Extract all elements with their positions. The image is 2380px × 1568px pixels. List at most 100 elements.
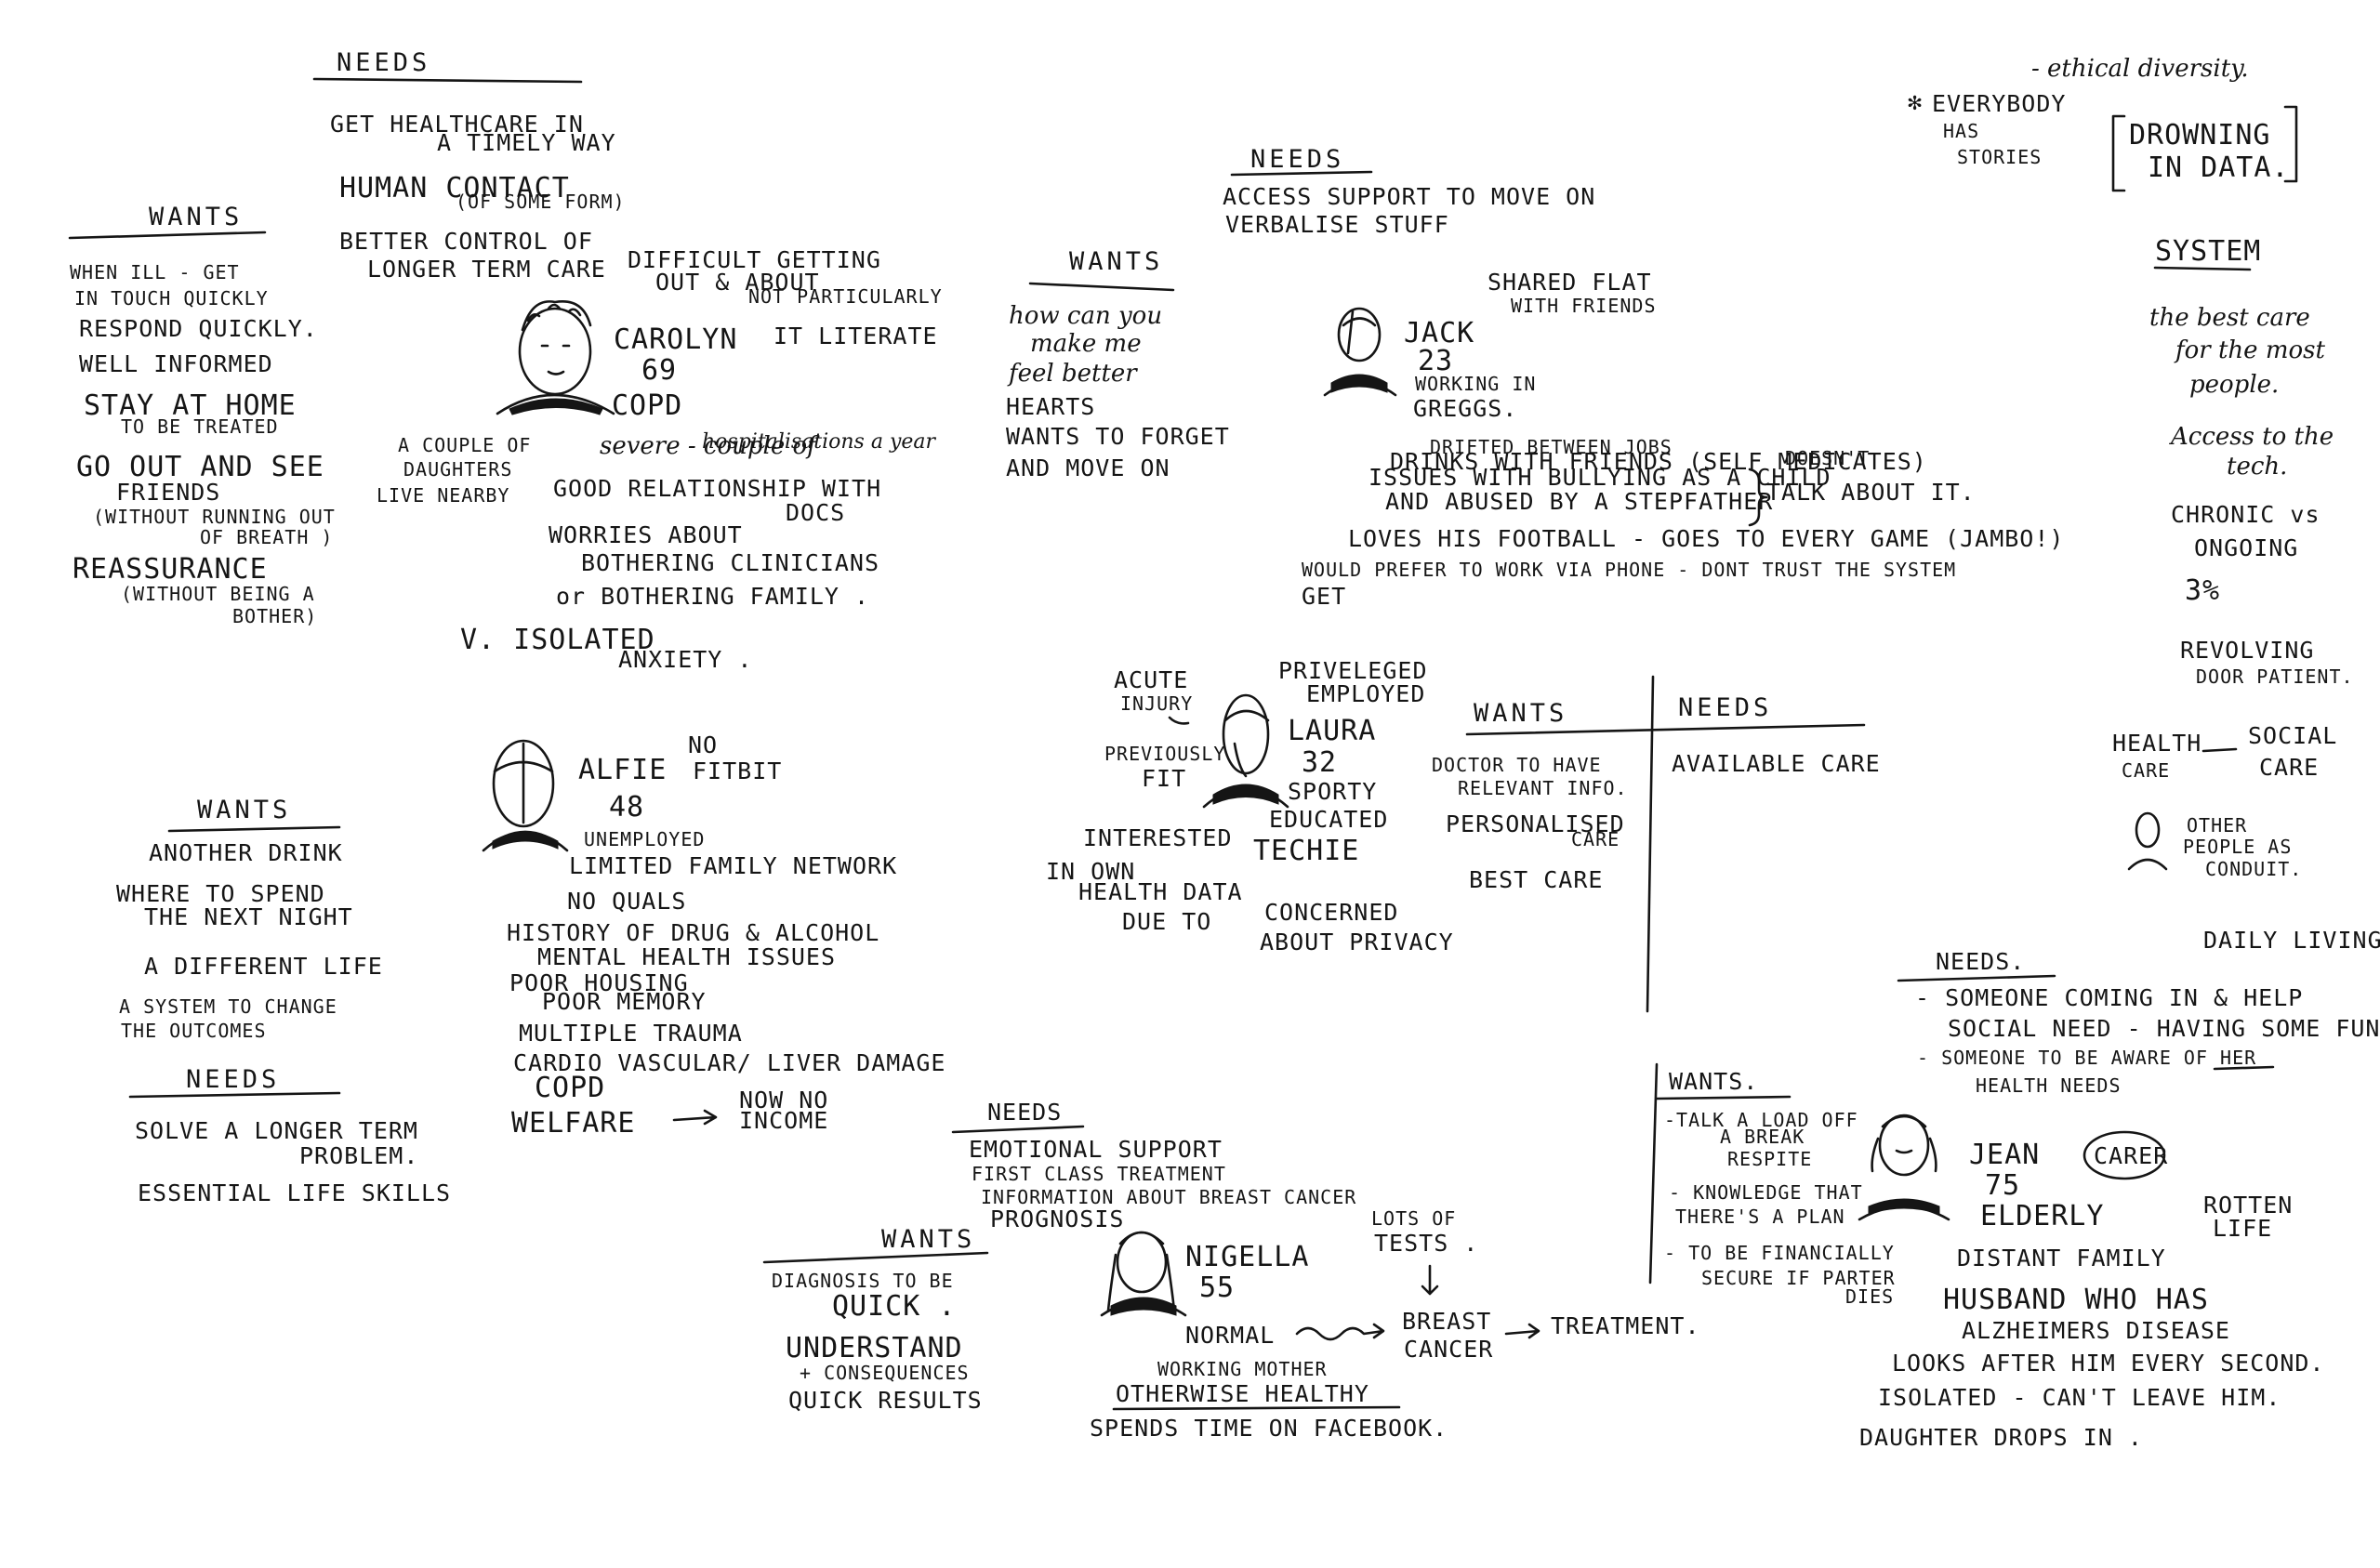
nigella-avatar-icon xyxy=(1100,1231,1187,1317)
note-best-care: the best care xyxy=(2149,304,2310,332)
laura-wants-heading: WANTS xyxy=(1474,699,1567,728)
pointer-line xyxy=(1168,716,1190,725)
nigella-tests: TESTS . xyxy=(1374,1230,1478,1257)
jean-want: THERE'S A PLAN xyxy=(1675,1206,1845,1228)
nigella-journey: NORMAL xyxy=(1185,1322,1275,1349)
note-ethical: - ethical diversity. xyxy=(2031,55,2249,83)
jean-want: - KNOWLEDGE THAT xyxy=(1669,1181,1863,1204)
jack-flat: SHARED FLAT xyxy=(1488,269,1652,296)
arrow-icon xyxy=(1295,1323,1385,1341)
carolyn-isolated: V. ISOLATED xyxy=(460,624,655,656)
carolyn-daughters: LIVE NEARBY xyxy=(377,484,509,507)
laura-avatar-icon xyxy=(1202,693,1289,809)
carolyn-want: WHEN ILL - GET xyxy=(70,261,240,283)
jack-want: how can you xyxy=(1009,302,1162,330)
carolyn-want: (WITHOUT BEING A xyxy=(121,583,315,605)
carolyn-want: GO OUT AND SEE xyxy=(76,451,324,483)
alfie-age: 48 xyxy=(609,791,644,824)
jean-detail: DAUGHTER DROPS IN . xyxy=(1859,1424,2143,1451)
carolyn-need: HUMAN CONTACT xyxy=(339,172,570,204)
carolyn-worries: BOTHERING CLINICIANS xyxy=(581,549,879,576)
note-access: tech. xyxy=(2227,453,2287,481)
carolyn-severity: severe - couple of xyxy=(600,432,820,460)
jean-want: DIES xyxy=(1845,1285,1894,1308)
laura-name: LAURA xyxy=(1288,715,1376,747)
nigella-want: DIAGNOSIS TO BE xyxy=(772,1270,954,1292)
carolyn-want: TO BE TREATED xyxy=(121,415,279,438)
alfie-detail: POOR MEMORY xyxy=(542,988,707,1015)
carolyn-need: GET HEALTHCARE IN xyxy=(330,111,584,138)
laura-privileged: EMPLOYED xyxy=(1306,680,1425,707)
alfie-name: ALFIE xyxy=(578,754,667,786)
heading-underline xyxy=(1230,170,1373,177)
heading-underline xyxy=(762,1251,989,1264)
jack-flat: WITH FRIENDS xyxy=(1511,295,1657,317)
laura-fit: FIT xyxy=(1142,765,1186,792)
alfie-detail: NO QUALS xyxy=(567,888,686,915)
alfie-persona: WANTS ANOTHER DRINK WHERE TO SPEND THE N… xyxy=(116,731,945,1206)
laura-acute: ACUTE xyxy=(1114,666,1188,693)
arrow-icon xyxy=(1504,1323,1540,1339)
jean-carer: CARER xyxy=(2094,1142,2168,1169)
jack-want: HEARTS xyxy=(1006,393,1095,420)
carolyn-avatar-icon xyxy=(496,299,615,415)
note-health: CARE xyxy=(2122,759,2170,782)
laura-want: PERSONALISED xyxy=(1446,810,1625,837)
carolyn-need: A TIMELY WAY xyxy=(437,129,616,156)
jean-detail: DISTANT FAMILY xyxy=(1957,1245,2166,1272)
carolyn-age: 69 xyxy=(641,354,677,387)
nigella-need: INFORMATION ABOUT BREAST CANCER xyxy=(981,1186,1356,1208)
laura-privacy: ABOUT PRIVACY xyxy=(1260,929,1454,955)
jack-want: AND MOVE ON xyxy=(1006,455,1170,481)
jean-detail: ALZHEIMERS DISEASE xyxy=(1962,1317,2230,1344)
alfie-wants-heading: WANTS xyxy=(197,796,291,824)
laura-want: RELEVANT INFO. xyxy=(1458,777,1628,799)
alfie-detail: HISTORY OF DRUG & ALCOHOL xyxy=(507,919,879,946)
jack-avatar-icon xyxy=(1323,307,1397,397)
carolyn-severity: hospitalisations a year xyxy=(702,430,937,454)
heading-underline xyxy=(167,825,341,833)
arrow-icon xyxy=(672,1109,718,1126)
carolyn-want: REASSURANCE xyxy=(73,553,268,586)
jean-elderly: ELDERLY xyxy=(1980,1200,2104,1232)
laura-needs-heading: NEEDS xyxy=(1678,693,1772,722)
jack-talk: DOESN'T xyxy=(1785,447,1870,469)
jean-need: SOCIAL NEED - HAVING SOME FUN xyxy=(1948,1015,2380,1042)
heading-underline xyxy=(951,1125,1085,1134)
bracket-icon xyxy=(2111,105,2298,192)
alfie-detail: UNEMPLOYED xyxy=(584,828,705,850)
carolyn-want: BOTHER) xyxy=(232,605,317,627)
laura-persona: ACUTE INJURY PRIVELEGED EMPLOYED PREVIOU… xyxy=(1046,657,1880,1013)
carolyn-want: IN TOUCH QUICKLY xyxy=(74,287,269,310)
note-access: Access to the xyxy=(2169,423,2334,451)
alfie-detail: COPD xyxy=(535,1072,605,1104)
laura-age: 32 xyxy=(1302,746,1337,779)
carolyn-need: BETTER CONTROL OF xyxy=(339,228,593,255)
jean-avatar-icon xyxy=(1858,1113,1950,1221)
jack-age: 23 xyxy=(1418,345,1453,377)
note-revolving: DOOR PATIENT. xyxy=(2196,665,2354,688)
note-other: CONDUIT. xyxy=(2205,858,2302,880)
carolyn-persona: NEEDS GET HEALTHCARE IN A TIMELY WAY HUM… xyxy=(68,48,942,673)
jack-needs-heading: NEEDS xyxy=(1250,145,1344,174)
star-icon: ✻ xyxy=(1908,88,1923,115)
jack-need: ACCESS SUPPORT TO MOVE ON xyxy=(1223,183,1595,210)
carolyn-name: CAROLYN xyxy=(614,323,737,356)
nigella-need: EMOTIONAL SUPPORT xyxy=(969,1136,1223,1163)
nigella-want: QUICK . xyxy=(832,1290,956,1323)
carolyn-need: LONGER TERM CARE xyxy=(367,256,606,283)
jean-want: A BREAK xyxy=(1720,1126,1805,1148)
jean-persona: DAILY LIVING NEEDS. - SOMEONE COMING IN … xyxy=(1648,927,2380,1451)
jack-persona: NEEDS ACCESS SUPPORT TO MOVE ON VERBALIS… xyxy=(1006,145,2064,610)
laura-acute: INJURY xyxy=(1120,692,1193,715)
note-system-heading: SYSTEM xyxy=(2155,235,2261,268)
carolyn-daughters: DAUGHTERS xyxy=(403,458,512,481)
alfie-needs-heading: NEEDS xyxy=(186,1065,280,1094)
alfie-want: THE OUTCOMES xyxy=(121,1020,267,1042)
heading-underline xyxy=(1028,282,1175,292)
jean-detail: ISOLATED - CAN'T LEAVE HIM. xyxy=(1878,1384,2281,1411)
jean-age: 75 xyxy=(1985,1169,2020,1202)
jack-detail: LOVES HIS FOOTBALL - GOES TO EVERY GAME … xyxy=(1348,525,2064,552)
jean-daily: DAILY LIVING xyxy=(2203,927,2380,954)
nigella-wants-heading: WANTS xyxy=(881,1225,975,1254)
